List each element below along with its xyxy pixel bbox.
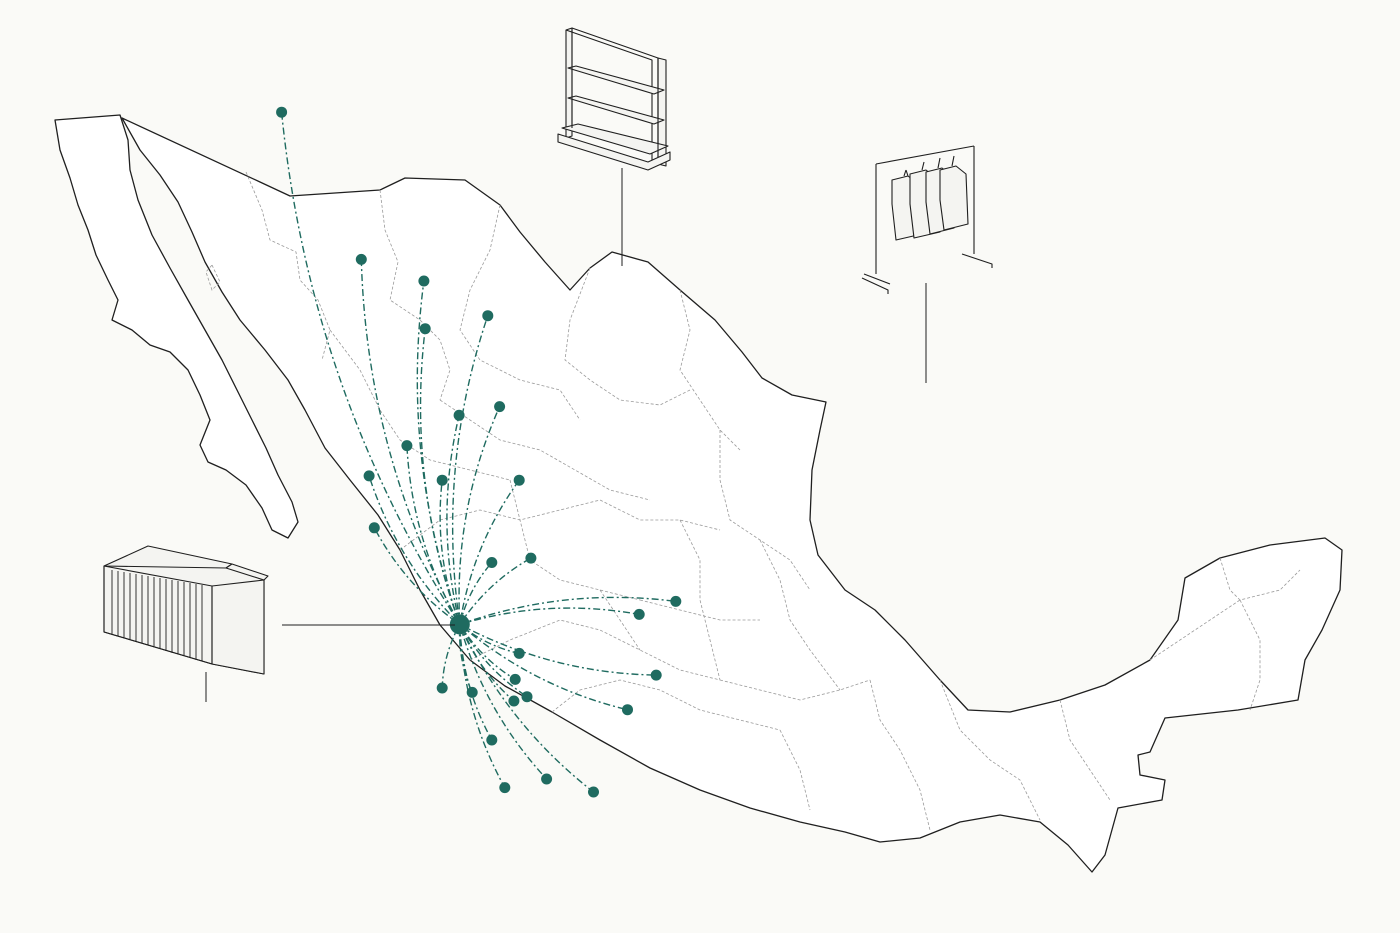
route-line-4	[419, 328, 461, 625]
country-outline	[54, 114, 1343, 873]
destination-point-25	[633, 608, 645, 620]
shelving-unit-icon	[557, 27, 671, 171]
destination-point-20	[499, 782, 511, 794]
destination-points	[276, 106, 682, 798]
destination-point-9	[436, 474, 448, 486]
route-line-25	[459, 607, 640, 626]
baja-california-peninsula	[54, 114, 299, 539]
routes	[280, 112, 676, 793]
route-line-24	[459, 623, 657, 676]
counter-icon	[103, 545, 269, 675]
destination-point-14	[513, 647, 525, 659]
destination-point-12	[513, 474, 525, 486]
destination-point-6	[363, 470, 375, 482]
route-line-28	[459, 557, 532, 625]
route-line-20	[459, 624, 506, 788]
route-line-1	[280, 112, 461, 625]
destination-point-7	[368, 522, 380, 534]
destination-point-17	[521, 691, 533, 703]
route-line-12	[459, 479, 520, 625]
destination-point-2	[418, 275, 430, 287]
destination-point-3	[355, 253, 367, 265]
destination-point-4	[419, 323, 431, 335]
destination-point-23	[622, 704, 633, 716]
hub-layer	[449, 614, 470, 635]
destination-point-28	[525, 552, 537, 564]
route-line-10	[451, 315, 489, 625]
destination-point-16	[508, 695, 520, 707]
shirt-4	[939, 155, 969, 231]
route-line-5	[406, 445, 461, 625]
leader-lines	[205, 168, 927, 702]
destination-point-24	[650, 669, 662, 681]
destination-point-13	[486, 557, 498, 568]
destination-point-19	[466, 686, 478, 698]
destination-point-18	[486, 734, 498, 746]
clothing-rack-icon	[861, 145, 993, 294]
destination-point-22	[588, 786, 599, 798]
route-line-15	[459, 624, 516, 680]
hub-point	[449, 614, 470, 635]
route-line-26	[459, 596, 676, 626]
route-line-11	[458, 406, 501, 625]
destination-point-8	[453, 409, 465, 421]
destination-point-10	[482, 310, 494, 322]
route-line-17	[459, 624, 528, 698]
route-line-23	[459, 623, 628, 711]
destination-point-26	[670, 595, 682, 607]
destination-point-5	[401, 440, 413, 452]
route-line-7	[373, 527, 461, 625]
destination-point-1	[276, 106, 288, 118]
route-line-6	[368, 475, 461, 625]
route-line-22	[459, 624, 594, 793]
mainland	[121, 117, 1343, 873]
destination-point-21	[541, 773, 553, 785]
route-line-9	[439, 480, 461, 625]
destination-point-15	[509, 673, 521, 685]
route-line-8	[446, 415, 461, 625]
destination-point-27	[436, 682, 448, 694]
route-line-21	[459, 624, 548, 780]
state-boundaries	[205, 171, 1301, 831]
destination-point-11	[494, 401, 506, 413]
